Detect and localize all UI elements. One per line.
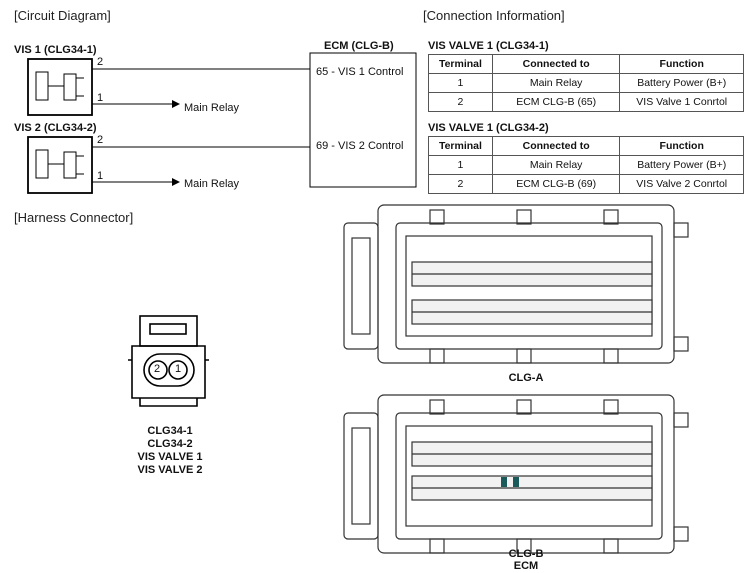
table-row: 2 ECM CLG-B (65) VIS Valve 1 Conrtol xyxy=(428,92,744,112)
table-header-row: Terminal Connected to Function xyxy=(428,54,744,74)
cell-connected-to: Main Relay xyxy=(491,155,621,175)
vis1-valve-body xyxy=(35,71,49,101)
circuit-diagram-heading: [Circuit Diagram] xyxy=(14,8,111,23)
vis2-pin1-label: 1 xyxy=(97,170,104,182)
ecm-box xyxy=(309,52,417,188)
vis-valve-1-label: VIS VALVE 1 xyxy=(137,451,203,463)
vis1-solenoid xyxy=(63,73,77,101)
connection-table-2: Terminal Connected to Function 1 Main Re… xyxy=(428,136,744,194)
clgb-label: CLG-B xyxy=(508,548,544,560)
cell-terminal: 1 xyxy=(428,155,493,175)
vis2-relay-arrow xyxy=(172,178,180,186)
vis1-valve-box xyxy=(27,58,93,116)
vis2-valve-body xyxy=(35,149,49,179)
header-connected-to: Connected to xyxy=(491,54,621,74)
cell-connected-to: ECM CLG-B (65) xyxy=(491,92,621,112)
vis1-pin2-label: 2 xyxy=(97,56,104,68)
vis-valve-2-label: VIS VALVE 2 xyxy=(137,464,203,476)
clgb-pin-65-highlight xyxy=(501,477,507,487)
header-connected-to: Connected to xyxy=(491,136,621,156)
cell-function: VIS Valve 1 Conrtol xyxy=(619,92,744,112)
small-connector-drawing xyxy=(128,315,209,407)
clg34-1-label: CLG34-1 xyxy=(147,425,193,437)
cell-connected-to: ECM CLG-B (69) xyxy=(491,174,621,194)
vis1-label: VIS 1 (CLG34-1) xyxy=(14,44,97,56)
small-connector-pin2: 2 xyxy=(154,363,161,375)
clgb-pin-69-highlight xyxy=(513,477,519,487)
header-function: Function xyxy=(619,54,744,74)
clg34-2-label: CLG34-2 xyxy=(147,438,193,450)
vis2-valve-box xyxy=(27,136,93,194)
cell-connected-to: Main Relay xyxy=(491,73,621,93)
vis2-solenoid xyxy=(63,151,77,179)
clgb-labels: CLG-B ECM xyxy=(496,548,556,572)
ecm-pin69-label: 69 - VIS 2 Control xyxy=(316,140,404,152)
small-connector-pin1: 1 xyxy=(175,363,182,375)
clga-connector-drawing xyxy=(343,204,689,364)
header-terminal: Terminal xyxy=(428,54,493,74)
cell-terminal: 2 xyxy=(428,174,493,194)
ecm-pin65-label: 65 - VIS 1 Control xyxy=(316,66,404,78)
table1-title: VIS VALVE 1 (CLG34-1) xyxy=(428,40,549,52)
cell-terminal: 2 xyxy=(428,92,493,112)
cell-function: Battery Power (B+) xyxy=(619,155,744,175)
vis2-pin2-label: 2 xyxy=(97,134,104,146)
header-terminal: Terminal xyxy=(428,136,493,156)
cell-function: VIS Valve 2 Conrtol xyxy=(619,174,744,194)
table-row: 2 ECM CLG-B (69) VIS Valve 2 Conrtol xyxy=(428,174,744,194)
connection-info-heading: [Connection Information] xyxy=(423,8,565,23)
cell-function: Battery Power (B+) xyxy=(619,73,744,93)
table-header-row: Terminal Connected to Function xyxy=(428,136,744,156)
vis1-main-relay-label: Main Relay xyxy=(184,102,240,114)
vis1-relay-arrow xyxy=(172,100,180,108)
vis1-pin1-label: 1 xyxy=(97,92,104,104)
table-row: 1 Main Relay Battery Power (B+) xyxy=(428,155,744,175)
small-connector-labels: CLG34-1 CLG34-2 VIS VALVE 1 VIS VALVE 2 xyxy=(100,425,240,477)
vis2-main-relay-label: Main Relay xyxy=(184,178,240,190)
ecm-clgb-label: ECM (CLG-B) xyxy=(324,40,394,52)
table-row: 1 Main Relay Battery Power (B+) xyxy=(428,73,744,93)
harness-connector-heading: [Harness Connector] xyxy=(14,210,134,225)
table2-title: VIS VALVE 1 (CLG34-2) xyxy=(428,122,549,134)
clgb-connector-drawing xyxy=(343,394,689,554)
header-function: Function xyxy=(619,136,744,156)
clga-label: CLG-A xyxy=(508,372,544,384)
connection-table-1: Terminal Connected to Function 1 Main Re… xyxy=(428,54,744,112)
cell-terminal: 1 xyxy=(428,73,493,93)
vis2-label: VIS 2 (CLG34-2) xyxy=(14,122,97,134)
ecm-label: ECM xyxy=(513,560,539,572)
